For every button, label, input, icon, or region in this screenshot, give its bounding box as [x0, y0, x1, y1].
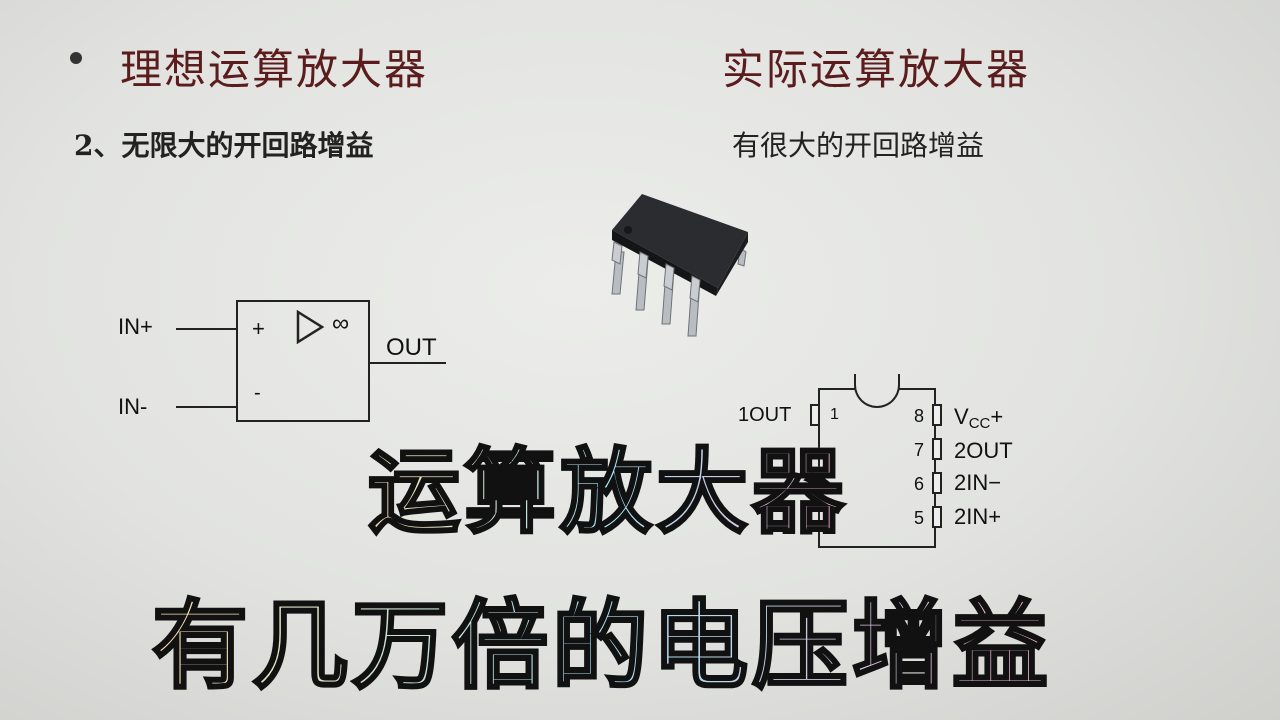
pin-5-num: 5	[914, 508, 925, 528]
plus-sign: +	[252, 316, 265, 341]
in-minus-wire	[176, 406, 236, 408]
chip-outline	[818, 388, 936, 548]
left-subtitle: 2、无限大的开回路增益	[74, 129, 374, 162]
pin-6-box	[932, 472, 942, 494]
right-subtitle: 有很大的开回路增益	[732, 129, 985, 162]
vcc-suffix: +	[990, 404, 1004, 429]
chip-notch	[854, 374, 900, 408]
pin-8-num: 8	[914, 406, 925, 426]
out-wire	[370, 362, 446, 364]
pin-5-label: 2IN+	[954, 504, 1002, 529]
pin-7-label: 2OUT	[954, 438, 1013, 463]
caption-line-1: 运算放大器	[366, 418, 848, 551]
triangle-icon	[296, 310, 324, 344]
dip8-chip-icon	[611, 194, 748, 337]
left-title: 理想运算放大器	[120, 45, 429, 94]
pin-1-box	[810, 404, 820, 426]
infinity-symbol: ∞	[332, 310, 350, 337]
out-label: OUT	[386, 334, 437, 361]
pin-7-num: 7	[914, 440, 925, 460]
pin-1-num: 1	[830, 406, 839, 423]
in-minus-label: IN-	[118, 394, 148, 419]
bullet-dot	[70, 52, 82, 64]
caption-line-2: 有几万倍的电压增益	[151, 568, 1052, 707]
minus-sign: -	[254, 382, 261, 404]
right-title: 实际运算放大器	[722, 45, 1031, 94]
pin-7-box	[932, 438, 942, 460]
in-plus-label: IN+	[118, 314, 153, 339]
pin-5-box	[932, 506, 942, 528]
pin-8-box	[932, 404, 942, 426]
opamp-box	[236, 300, 370, 422]
pin-6-label: 2IN−	[954, 470, 1002, 495]
chip-top-right-edge	[898, 388, 936, 390]
vcc-sub: CC	[968, 415, 991, 432]
chip-top-left-edge	[818, 388, 856, 390]
in-plus-wire	[176, 328, 236, 330]
pin-6-num: 6	[914, 474, 925, 494]
pin-8-label: VCC+	[954, 404, 1003, 432]
vcc-v: V	[954, 404, 969, 429]
pin-1-label: 1OUT	[738, 404, 792, 426]
